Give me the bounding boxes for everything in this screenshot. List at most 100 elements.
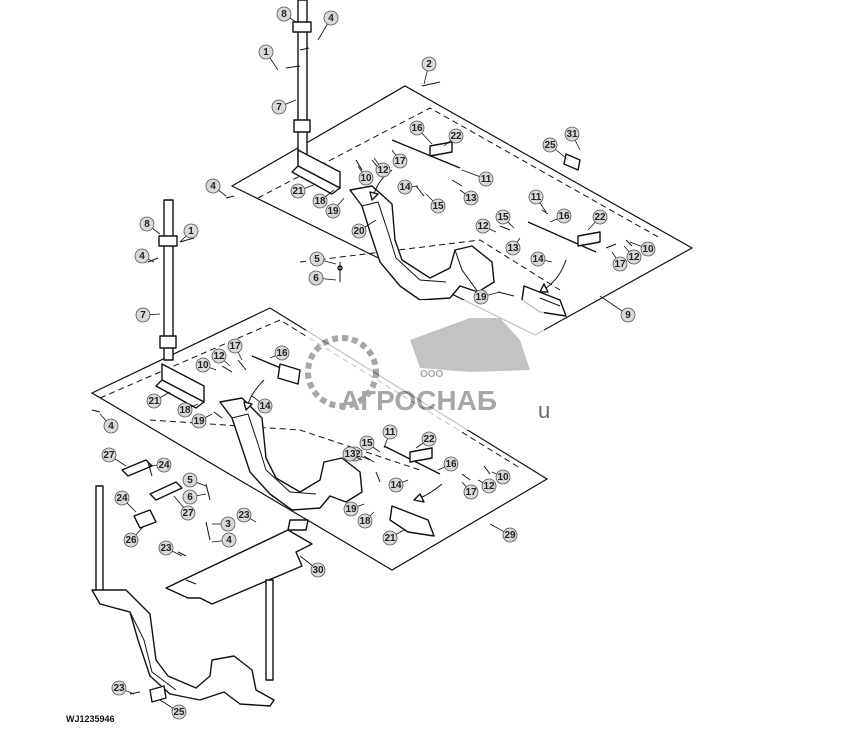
callout-number: 23 [238,510,250,521]
watermark-brand-text: АГРОСНАБ [340,385,497,416]
callout-bubble [358,170,374,186]
callout-number: 1 [188,226,194,237]
callout-bubble [342,446,358,462]
callout-17: 17 [227,338,243,361]
callout-number: 13 [465,193,477,204]
callout-4: 4 [317,10,339,41]
upper-post [285,0,312,161]
callout-14: 14 [388,477,409,493]
callout-23: 23 [111,680,135,696]
callout-16: 16 [549,208,572,224]
callout-bubble [205,178,221,194]
callout-6: 6 [182,489,207,505]
callout-bubble [177,402,193,418]
callout-bubble [180,505,196,521]
callout-19: 19 [325,197,345,219]
callout-number: 17 [465,487,477,498]
callout-bubble [325,203,341,219]
callout-number: 11 [531,192,542,203]
callout-number: 12 [477,221,489,232]
callout-number: 14 [532,254,544,265]
middle-left-bracket [155,363,205,409]
callout-bubble [530,251,546,267]
callout-bubble [375,162,391,178]
callout-number: 29 [504,530,516,541]
callout-number: 14 [390,480,402,491]
callout-bubble [397,179,413,195]
callout-18: 18 [177,402,199,418]
callout-14: 14 [251,395,273,414]
callout-bubble [310,562,326,578]
callout-bubble [626,249,642,265]
callout-7: 7 [135,307,161,323]
callout-bubble [182,472,198,488]
callout-number: 17 [229,341,241,352]
callout-2: 2 [421,56,437,85]
callout-number: 22 [450,131,462,142]
callout-bubble [323,10,339,26]
callout-3: 3 [212,516,236,532]
callout-number: 17 [394,156,406,167]
callout-bubble [343,501,359,517]
callout-bubble [274,345,290,361]
callout-5: 5 [309,251,337,267]
callout-22: 22 [443,128,464,147]
callout-number: 16 [411,123,423,134]
callout-31: 31 [564,126,581,151]
callout-4: 4 [205,178,227,197]
callout-bubble [101,447,117,463]
callout-number: 11 [385,427,396,438]
callout-number: 27 [182,508,194,519]
callout-number: 10 [642,244,654,255]
callout-bubble [359,435,375,451]
callout-bubble [620,307,636,323]
callout-19: 19 [473,289,501,305]
callout-bubble [473,289,489,305]
callout-9: 9 [599,295,636,323]
upper-fasteners [225,81,633,297]
figure-id: WJ1235946 [66,714,115,724]
callout-number: 12 [628,252,640,263]
upper-main-frame [349,185,495,301]
callout-5: 5 [182,472,207,488]
callout-24: 24 [147,457,172,473]
callout-bubble [448,128,464,144]
callout-bubble [351,223,367,239]
callout-bubble [308,270,324,286]
callout-22: 22 [415,431,437,449]
callout-number: 5 [314,254,320,265]
callout-number: 3 [225,519,231,530]
combine-harvester-icon [410,318,530,372]
callout-number: 16 [558,211,570,222]
callout-bubble [227,338,243,354]
callout-4: 4 [134,248,155,264]
callout-16: 16 [409,120,433,145]
callout-bubble [123,532,139,548]
callout-number: 4 [139,251,145,262]
callout-6: 6 [308,270,337,286]
callout-number: 11 [481,174,492,185]
callout-number: 12 [483,481,495,492]
cover-plate-30 [165,519,313,605]
callout-bubble [556,208,572,224]
callout-10: 10 [629,241,656,257]
callout-number: 6 [313,273,319,284]
callout-bubble [158,540,174,556]
callout-13: 13 [342,446,363,462]
callout-number: 18 [314,196,326,207]
callout-21: 21 [290,183,317,199]
plate-27-top [121,459,153,477]
callout-26: 26 [123,525,145,548]
callout-bubble [221,532,237,548]
callout-14: 14 [397,179,419,195]
callout-number: 24 [158,460,170,471]
callout-bubble [182,489,198,505]
callout-bubble [111,680,127,696]
callout-number: 20 [353,226,365,237]
callout-number: 4 [210,181,216,192]
callout-bubble [421,56,437,72]
callout-bubble [528,189,544,205]
callout-12: 12 [623,245,642,265]
callout-number: 26 [125,535,137,546]
callout-number: 7 [140,310,146,321]
